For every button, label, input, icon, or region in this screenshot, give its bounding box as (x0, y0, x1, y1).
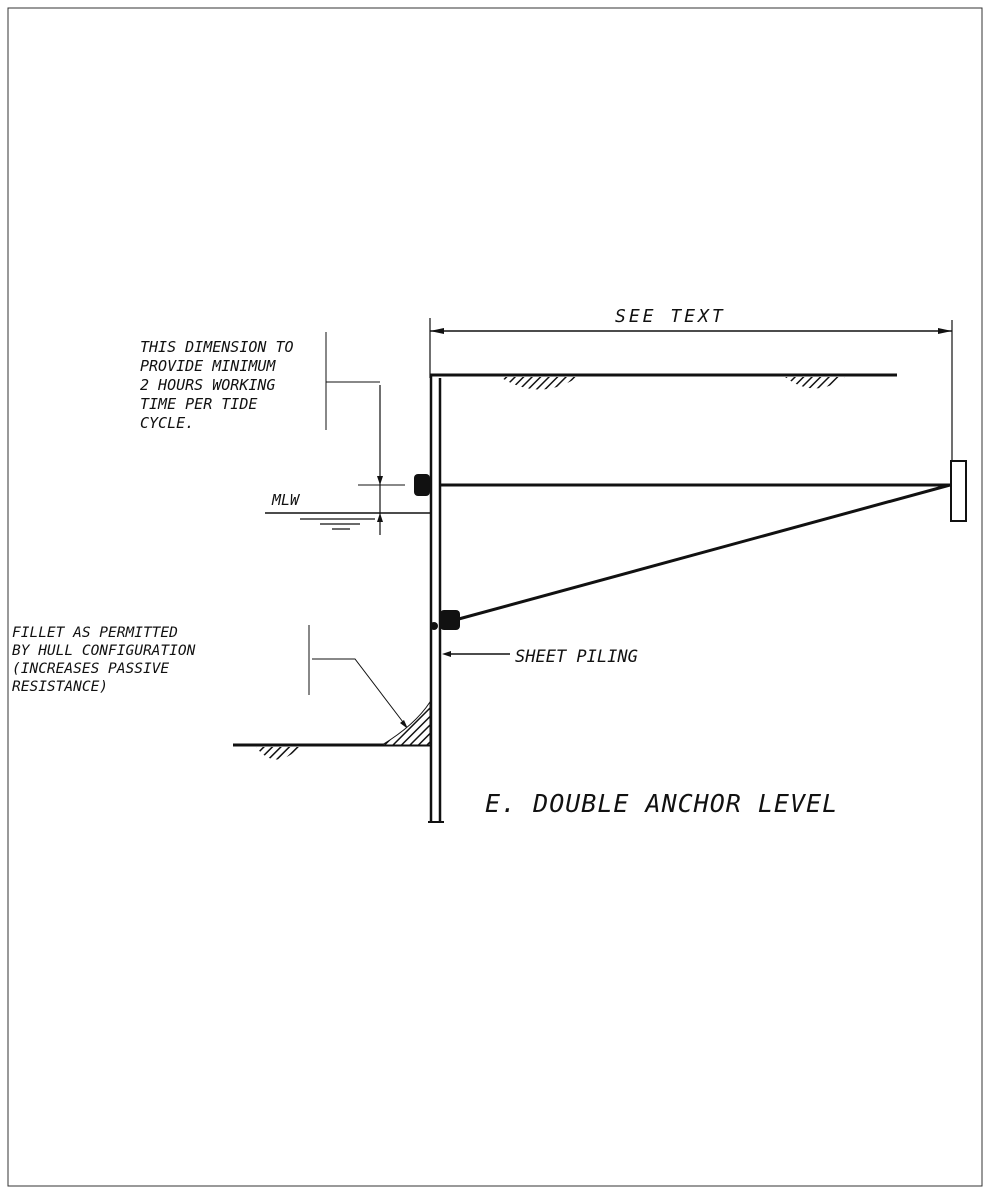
fillet (380, 700, 431, 746)
figure-title: E. DOUBLE ANCHOR LEVEL (485, 789, 838, 818)
lower-waler (440, 610, 460, 630)
sheet-piling (428, 373, 444, 823)
fillet-note: FILLET AS PERMITTED BY HULL CONFIGURATIO… (12, 625, 204, 695)
upper-waler (414, 474, 430, 496)
tidal-dimension (325, 332, 405, 535)
soil-hatch (256, 747, 300, 760)
see-text-label: SEE TEXT (615, 306, 726, 327)
sheet-piling-label: SHEET PILING (515, 647, 638, 667)
lower-tie-rod (454, 483, 951, 622)
mlw-label: MLW (271, 491, 301, 509)
page-border (7, 7, 983, 1187)
soil-hatch (785, 377, 845, 389)
soil-hatch (500, 377, 578, 390)
see-text-dimension (429, 318, 953, 462)
deadman-anchor (950, 460, 967, 522)
dimension-note: THIS DIMENSION TO PROVIDE MINIMUM 2 HOUR… (140, 338, 303, 432)
